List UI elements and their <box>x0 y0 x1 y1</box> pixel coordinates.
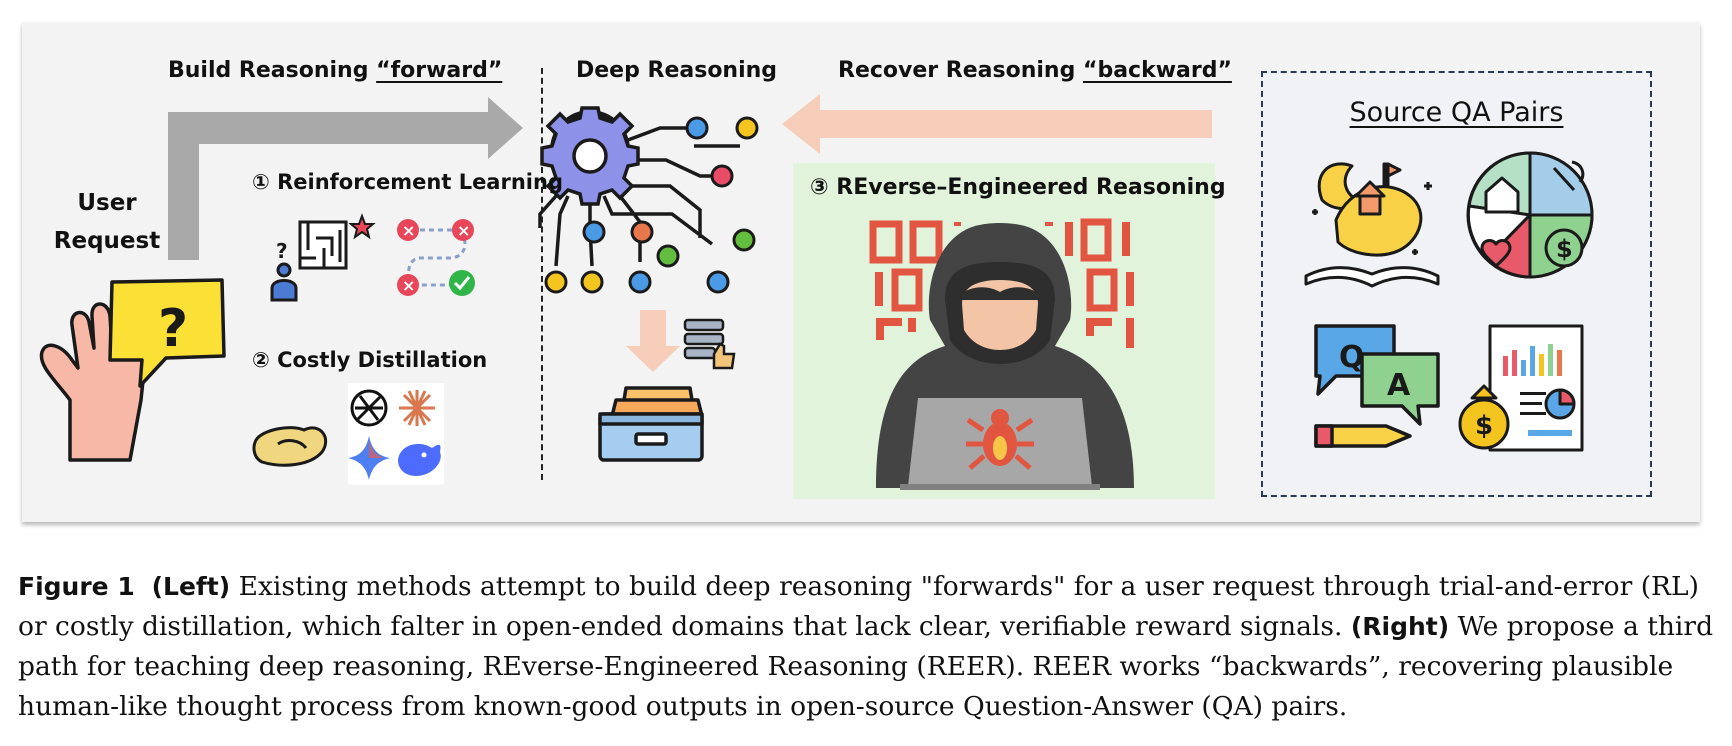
backward-arrow <box>782 94 1212 154</box>
report-icon: $ <box>1458 324 1584 452</box>
divider-line <box>541 68 543 480</box>
svg-text:×: × <box>457 221 470 240</box>
model-logos <box>348 383 444 485</box>
forward-header: Build Reasoning “forward” <box>168 58 503 83</box>
source-qa-title: Source QA Pairs <box>1349 97 1564 128</box>
svg-text:A: A <box>1387 368 1411 403</box>
deep-reasoning-header: Deep Reasoning <box>576 58 778 83</box>
method-costly-distillation: ② Costly Distillation <box>252 348 488 372</box>
method-reverse-engineered: ③ REverse–Engineered Reasoning <box>810 175 1226 200</box>
svg-text:$: $ <box>1556 235 1573 263</box>
qa-bubbles-icon: Q A <box>1314 324 1440 448</box>
drawer-icon <box>598 386 704 462</box>
method-reinforcement-learning: ① Reinforcement Learning <box>252 170 563 194</box>
question-bubble-icon: ? <box>108 278 226 388</box>
left-label: (Left) <box>151 572 231 601</box>
down-arrow-icon <box>626 310 680 372</box>
figure-caption: Figure 1 (Left) Existing methods attempt… <box>18 571 1714 722</box>
user-request-label: User Request <box>53 190 161 254</box>
forward-arrow <box>168 97 523 260</box>
svg-text:×: × <box>402 276 415 295</box>
binary-digits <box>869 218 1134 348</box>
hacker-icon <box>869 218 1134 490</box>
svg-text:?: ? <box>276 239 288 263</box>
database-thumbs-up-icon <box>683 318 736 370</box>
openai-logo-icon <box>350 389 388 427</box>
svg-text:?: ? <box>158 299 188 359</box>
gear-circuit-icon <box>538 106 759 294</box>
claude-logo-icon <box>399 390 435 426</box>
svg-text:×: × <box>402 221 415 240</box>
storybook-icon <box>1304 162 1440 288</box>
handshake-icon <box>252 426 328 467</box>
bug-icon <box>966 409 1034 470</box>
backward-header: Recover Reasoning “backward” <box>838 58 1232 83</box>
trial-error-icon: × × × <box>397 219 475 296</box>
right-label: (Right) <box>1350 612 1450 641</box>
deepseek-logo-icon <box>398 444 441 476</box>
maze-icon: ? <box>270 213 376 302</box>
pie-chart-icon: $ <box>1466 151 1594 279</box>
svg-text:$: $ <box>1475 411 1493 441</box>
figure-label: Figure 1 <box>18 572 135 601</box>
gemini-logo-icon <box>348 436 390 480</box>
